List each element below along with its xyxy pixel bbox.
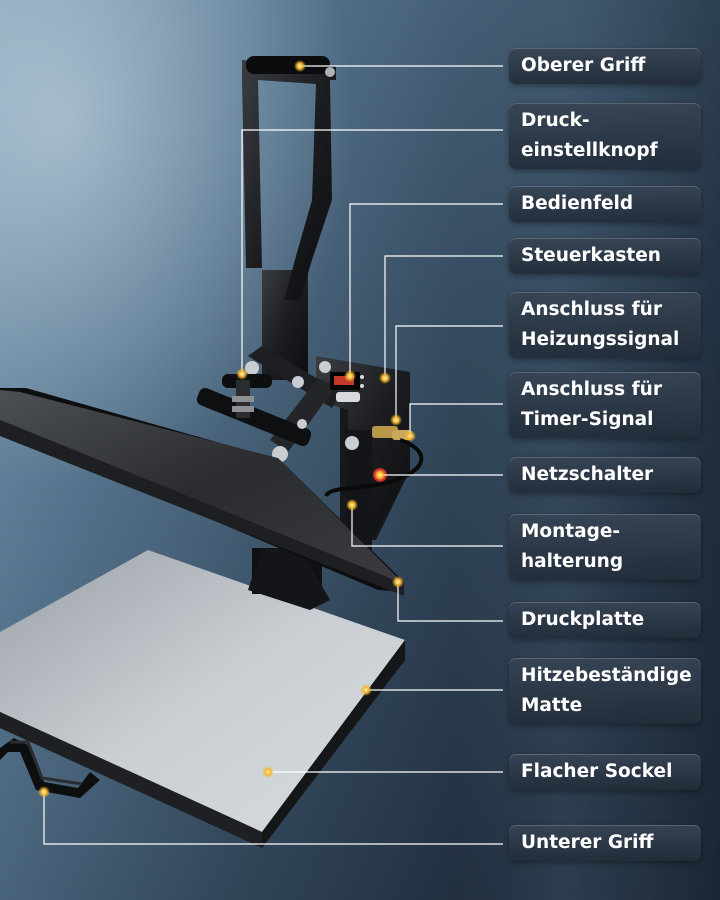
label-pressure-plate: Druckplatte [509,602,701,638]
label-pressure-knob: Druck- einstellknopf [509,103,701,169]
label-heating-signal: Anschluss für Heizungssignal [509,292,701,358]
accent-dots [38,60,416,798]
label-timer-signal: Anschluss für Timer-Signal [509,372,701,438]
label-upper-handle: Oberer Griff [509,48,701,84]
label-mounting-bracket: Montage- halterung [509,514,701,580]
label-flat-base: Flacher Sockel [509,754,701,790]
lower-handle-shape [0,738,100,798]
linkage [196,346,359,462]
label-control-panel: Bedienfeld [509,186,701,222]
label-power-switch: Netzschalter [509,457,701,493]
pressure-knob-shape [222,374,272,418]
upper-plate [0,388,404,596]
label-heat-resistant-mat: Hitzebeständige Matte [509,658,701,724]
label-control-box: Steuerkasten [509,238,701,274]
lower-plate [0,550,405,848]
leader-lines [43,65,503,845]
label-lower-handle: Unterer Griff [509,825,701,861]
upper-handle-shape [242,56,336,300]
